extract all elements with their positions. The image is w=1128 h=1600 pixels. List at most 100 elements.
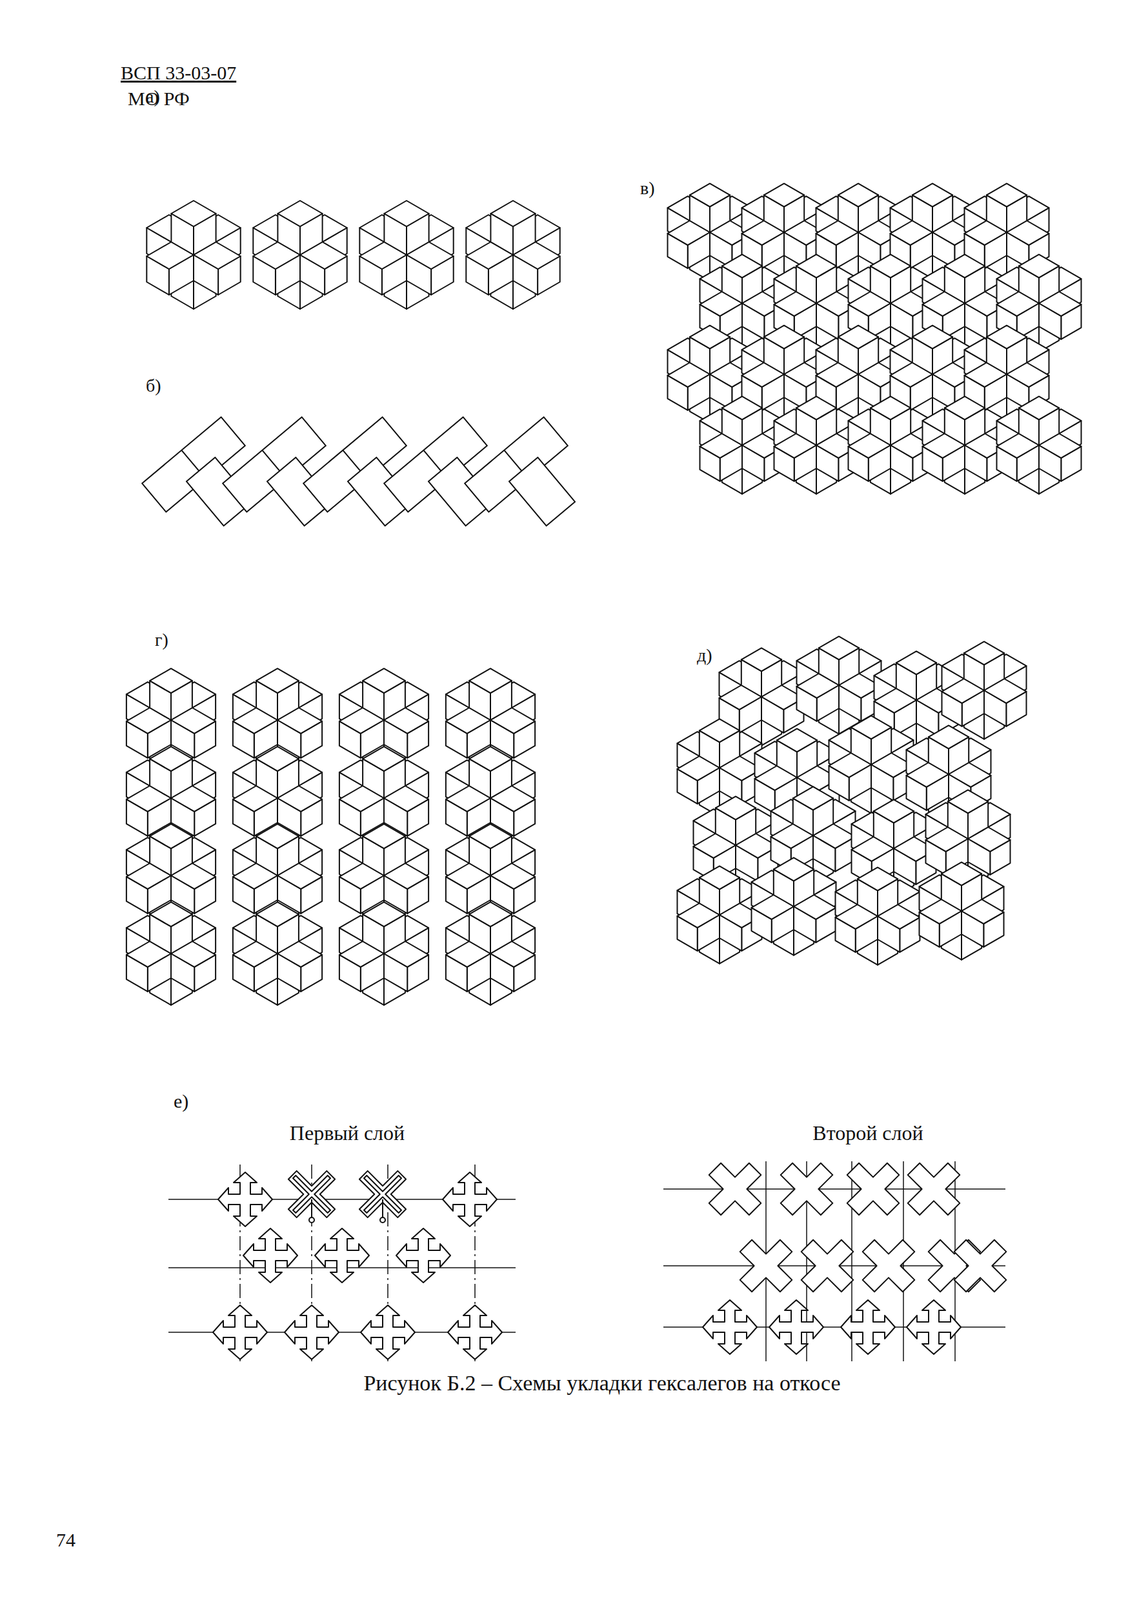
plan-shape (954, 1240, 1007, 1293)
hexaleg-face (896, 651, 937, 675)
plan-shape (907, 1163, 961, 1216)
panel-g-drawing (126, 668, 535, 1006)
hexaleg-face (149, 902, 193, 927)
hexaleg-face (741, 647, 782, 672)
hexaleg (232, 746, 323, 850)
hexaleg-face (944, 396, 985, 420)
plan-shape (359, 1171, 406, 1218)
hexaleg-face (256, 824, 299, 849)
hexaleg-face (362, 668, 406, 694)
hexaleg (997, 396, 1082, 494)
hexaleg (829, 715, 914, 814)
layer-label: Второй слой (812, 1121, 923, 1146)
panel-e-drawing (168, 1161, 1007, 1362)
panel-letter: в) (640, 178, 655, 199)
hexaleg (232, 668, 323, 772)
hexaleg-face (870, 396, 911, 420)
hexaleg-face (964, 641, 1005, 665)
hexaleg-face (764, 325, 805, 349)
plan-shape (218, 1172, 273, 1227)
hexaleg (751, 857, 837, 956)
hexaleg-face (873, 799, 914, 823)
hexaleg (771, 786, 856, 885)
hexaleg-face (1018, 396, 1059, 420)
plan-shape (314, 1228, 370, 1283)
plan-shape (862, 1240, 916, 1293)
panel-v-drawing (667, 183, 1082, 494)
hexaleg-face (776, 728, 817, 752)
hexaleg-face (722, 396, 763, 420)
hexaleg (339, 668, 429, 772)
hexaleg-face (689, 325, 730, 349)
hexaleg (445, 668, 535, 772)
hexaleg (339, 746, 429, 850)
plan-shape (288, 1171, 335, 1218)
hexaleg-face (490, 200, 535, 227)
plan-shape (284, 1305, 339, 1360)
plan-arm (382, 1199, 384, 1218)
plan-shape (396, 1228, 451, 1283)
panel-letter: г) (154, 629, 169, 651)
hexaleg-face (818, 636, 859, 660)
hexaleg-face (773, 857, 814, 881)
plan-shape (740, 1240, 793, 1293)
hexaleg-face (149, 824, 193, 849)
hexaleg-face (870, 254, 911, 278)
hexaleg (359, 200, 454, 310)
hexaleg-face (469, 824, 512, 849)
hexaleg (126, 824, 216, 928)
hexaleg-face (1018, 254, 1059, 278)
plan-shape (702, 1300, 757, 1355)
hexaleg-face (362, 746, 406, 772)
guide-line (663, 1188, 1006, 1190)
plan-shape (360, 1305, 415, 1360)
hexaleg (848, 396, 934, 494)
plan-shape (780, 1163, 834, 1216)
hexaleg-face (277, 200, 323, 227)
hexaleg (919, 862, 1005, 960)
hexaleg (445, 746, 535, 850)
panel-letter: е) (173, 1090, 189, 1114)
plan-shape (709, 1163, 762, 1216)
plan-shape (447, 1305, 503, 1360)
hexaleg-face (928, 725, 969, 749)
hexaleg (942, 641, 1027, 739)
hexaleg-face (256, 668, 299, 694)
hexaleg (677, 866, 763, 964)
hexaleg (126, 902, 216, 1006)
hexaleg-face (699, 866, 740, 890)
hexaleg-face (383, 200, 429, 227)
hexaleg (445, 824, 535, 928)
plan-shape (442, 1172, 497, 1227)
hexaleg-face (689, 183, 730, 207)
figure-caption: Рисунок Б.2 – Схемы укладки гексалегов н… (363, 1370, 841, 1396)
hexaleg-face (986, 183, 1027, 207)
hexaleg-face (722, 254, 763, 278)
hexaleg-face (149, 746, 193, 772)
hexaleg-face (171, 200, 216, 227)
panel-d-drawing (677, 636, 1027, 965)
hexaleg (445, 902, 535, 1006)
hexaleg (232, 902, 323, 1006)
hexaleg (926, 789, 1011, 888)
hexaleg-face (857, 867, 898, 891)
hexaleg-face (469, 746, 512, 772)
hexaleg-face (362, 824, 406, 849)
hexaleg-face (986, 325, 1027, 349)
layer-label: Первый слой (289, 1121, 405, 1146)
hexaleg-face (362, 902, 406, 927)
hexaleg-face (256, 902, 299, 927)
hexaleg-face (838, 183, 879, 207)
plan-shape (212, 1305, 268, 1360)
panel-letter: б) (145, 375, 162, 397)
panel-letter: д) (696, 645, 713, 666)
hexaleg-face (851, 715, 892, 739)
hexaleg (339, 902, 429, 1006)
hexaleg (146, 200, 241, 310)
hexaleg-face (715, 796, 756, 820)
hexaleg (232, 824, 323, 928)
hexaleg-face (796, 396, 837, 420)
hexaleg-face (764, 183, 805, 207)
hexaleg-face (699, 718, 740, 743)
